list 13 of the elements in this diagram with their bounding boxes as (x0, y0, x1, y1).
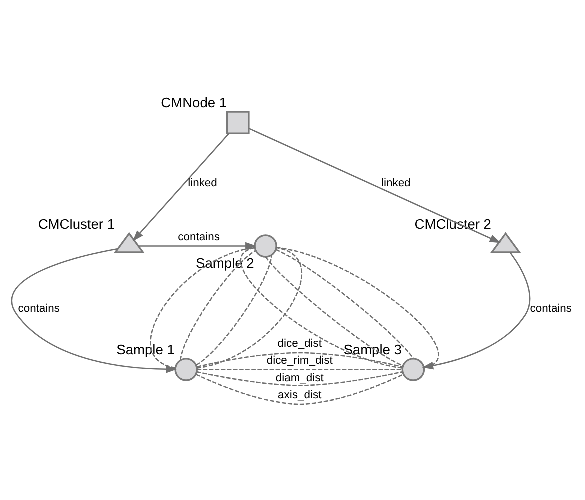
node-label: Sample 1 (116, 340, 175, 357)
node-label: CMCluster 1 (38, 216, 116, 232)
edge-label: linked (381, 177, 411, 190)
edge-label: contains (18, 302, 60, 314)
edge-label: contains (530, 302, 572, 314)
edge-label: dice_dist (278, 337, 322, 350)
edge-label: axis_dist (278, 389, 322, 402)
edge-label: contains (178, 231, 220, 244)
node-label: Sample 3 (344, 340, 402, 357)
edge-label: diam_dist (276, 372, 324, 384)
edge-label: linked (188, 177, 218, 190)
edge-label: dice_rim_dist (266, 354, 333, 367)
node-label: CMNode 1 (161, 94, 228, 110)
